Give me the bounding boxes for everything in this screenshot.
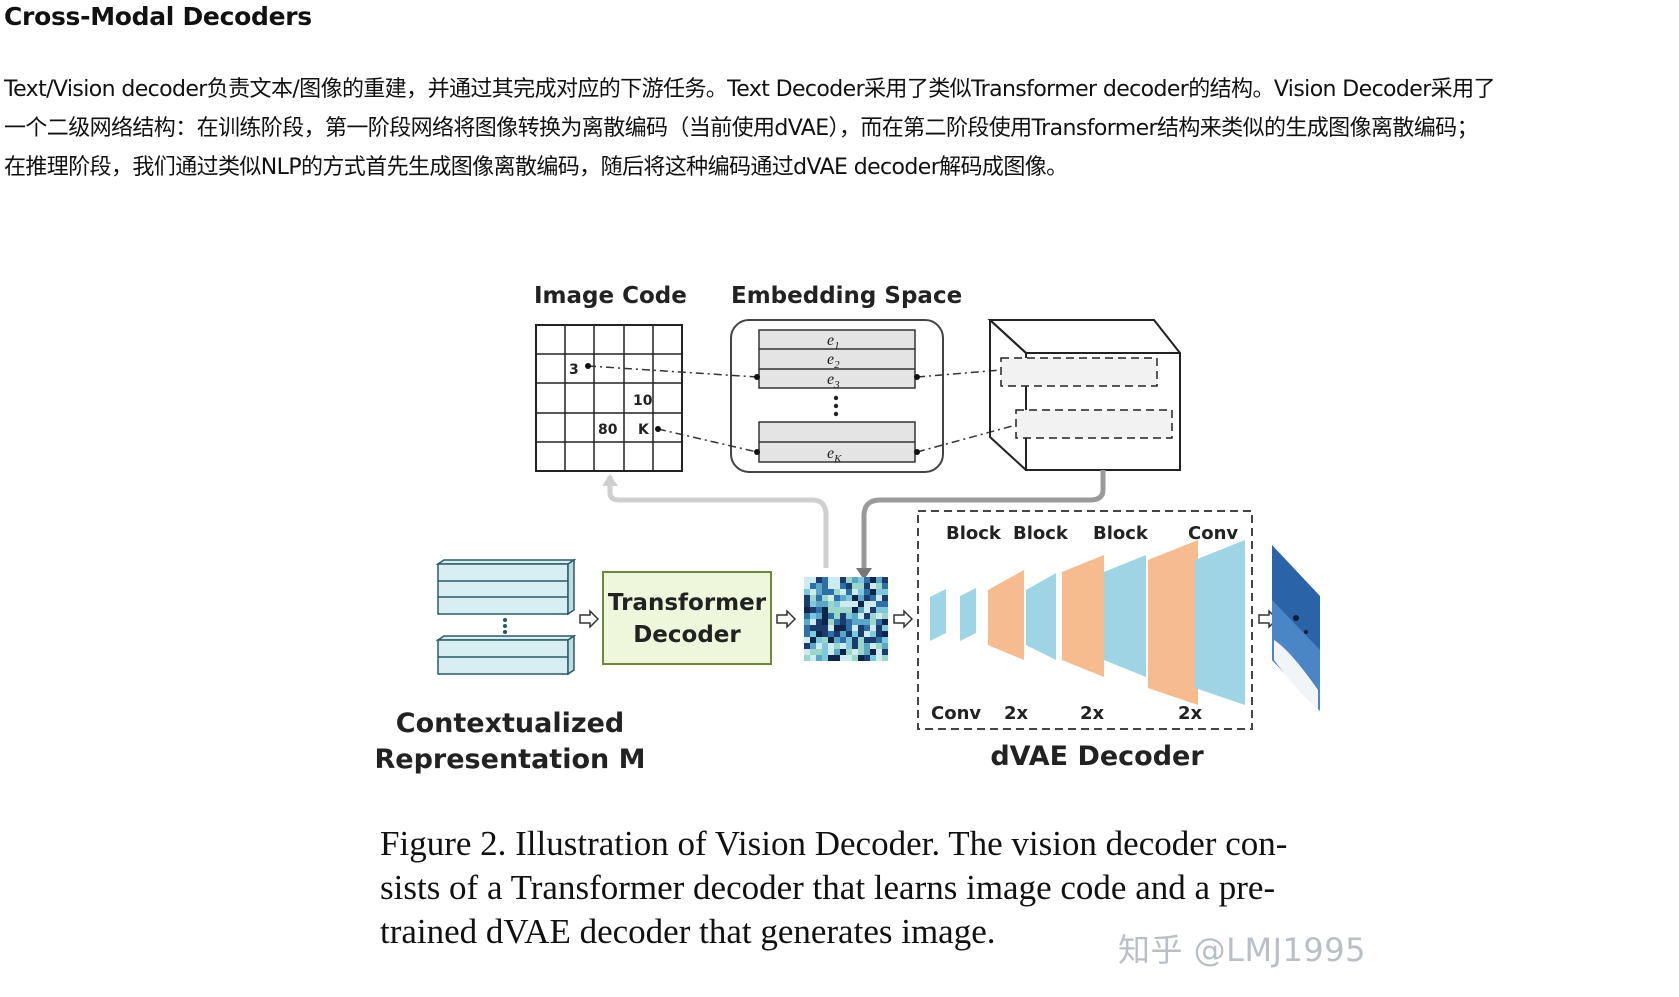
encoded-feature-cube (987, 319, 1181, 471)
image-code-grid: 3 10 80 K (535, 324, 683, 472)
paragraph-line-3: 在推理阶段，我们通过类似NLP的方式首先生成图像离散编码，随后将这种编码通过dV… (4, 155, 1068, 180)
paragraph-line-1: Text/Vision decoder负责文本/图像的重建，并通过其完成对应的下… (4, 77, 1495, 102)
watermark: 知乎 @LMJ1995 (1118, 931, 1366, 969)
caption-line-3: trained dVAE decoder that generates imag… (380, 912, 996, 951)
transformer-decoder-label-1: Transformer (608, 590, 767, 616)
dvae-decoder-box (917, 510, 1253, 730)
contextualized-representation (435, 558, 577, 676)
paragraph-line-2: 一个二级网络结构：在训练阶段，第一阶段网络将图像转换为离散编码（当前使用dVAE… (4, 116, 1479, 141)
embedding-e2: e2 (827, 351, 840, 371)
flow-arrows (607, 470, 1106, 570)
conv-label-bottom: Conv (931, 703, 981, 724)
section-heading: Cross-Modal Decoders (4, 2, 312, 31)
block-label-3: Block (1093, 523, 1149, 544)
dvae-layers (930, 540, 1245, 705)
grid-value-3: 3 (569, 362, 579, 378)
caption-line-2: sists of a Transformer decoder that lear… (380, 868, 1276, 907)
grid-value-k: K (638, 422, 650, 438)
transformer-decoder-box (602, 571, 772, 665)
grid-value-80: 80 (598, 422, 618, 438)
embedding-space-title: Embedding Space (731, 283, 962, 309)
description-paragraph: Text/Vision decoder负责文本/图像的重建，并通过其完成对应的下… (4, 70, 1669, 187)
transformer-decoder-label-2: Decoder (633, 622, 741, 648)
embedding-space-box: e1 e2 e3 eK (730, 319, 944, 473)
image-code-mosaic (804, 577, 888, 661)
upsample-label-1: 2x (1004, 703, 1029, 724)
upsample-label-3: 2x (1178, 703, 1203, 724)
embedding-ek: eK (827, 445, 842, 465)
contextualized-label-1: Contextualized (396, 708, 624, 739)
block-label-2: Block (1013, 523, 1069, 544)
block-label-1: Block (946, 523, 1002, 544)
conv-label-top: Conv (1188, 523, 1238, 544)
embedding-e3: e3 (827, 371, 840, 391)
grid-embedding-connectors (587, 365, 1017, 453)
contextualized-label-2: Representation M (375, 744, 646, 775)
embedding-e1: e1 (827, 332, 840, 352)
caption-line-1: Figure 2. Illustration of Vision Decoder… (380, 824, 1288, 863)
upsample-label-2: 2x (1080, 703, 1105, 724)
grid-value-10: 10 (633, 393, 653, 409)
image-code-title: Image Code (534, 283, 687, 309)
dvae-decoder-title: dVAE Decoder (990, 741, 1204, 772)
generated-image (1272, 545, 1320, 711)
figure-caption: Figure 2. Illustration of Vision Decoder… (380, 822, 1340, 954)
